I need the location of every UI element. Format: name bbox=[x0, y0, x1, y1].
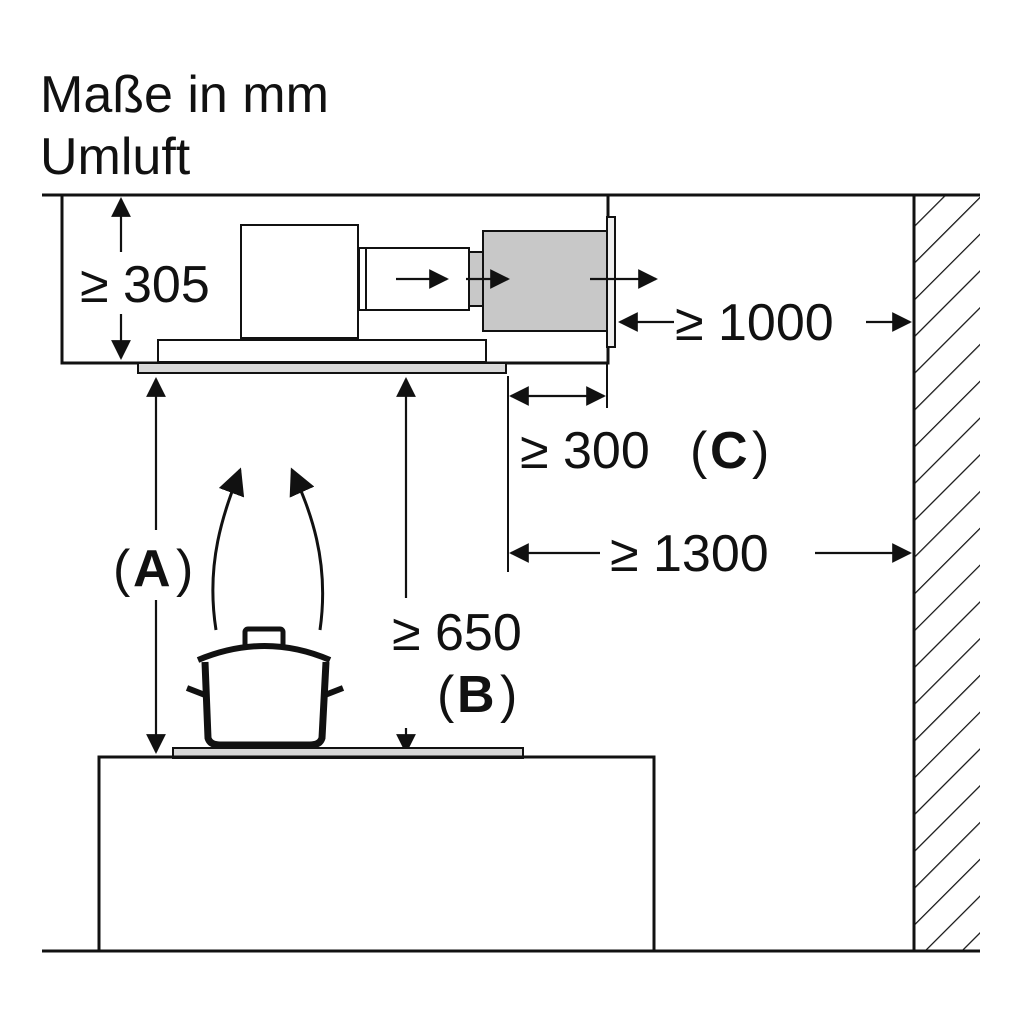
dim-650-paren-close: ) bbox=[500, 666, 517, 724]
dim-a-paren-close: ) bbox=[176, 540, 193, 598]
dim-305-bg bbox=[80, 252, 235, 314]
recirculation-module bbox=[482, 230, 608, 332]
dim-a-paren-open: ( bbox=[113, 540, 131, 598]
dim-1000-label: ≥ 1000 bbox=[675, 294, 834, 352]
blower-housing bbox=[240, 224, 359, 339]
title-line-1: Maße in mm bbox=[40, 66, 329, 124]
dim-300-label: ≥ 300 bbox=[520, 422, 650, 480]
base-cabinet bbox=[97, 755, 656, 953]
hood-body bbox=[157, 339, 487, 363]
dim-300-ref: C bbox=[710, 422, 748, 480]
steam-arrow-left bbox=[211, 467, 245, 631]
dim-a-ref: A bbox=[133, 540, 171, 598]
dim-650-paren-open: ( bbox=[437, 666, 455, 724]
dim-300-paren-close: ) bbox=[752, 422, 769, 480]
dim-300-paren-open: ( bbox=[690, 422, 708, 480]
wall-hatching bbox=[914, 195, 980, 951]
dim-305-label: ≥ 305 bbox=[80, 256, 210, 314]
dim-650-bg bbox=[386, 598, 554, 728]
hood-glass-panel bbox=[137, 362, 507, 374]
steam-arrow-right bbox=[289, 467, 325, 631]
title-line-2: Umluft bbox=[40, 128, 191, 186]
cooking-pot-icon bbox=[185, 626, 345, 749]
dim-a-bg bbox=[112, 530, 202, 600]
dim-650-label: ≥ 650 bbox=[392, 604, 522, 662]
module-grille bbox=[606, 216, 616, 348]
dim-650-ref: B bbox=[457, 666, 495, 724]
dim-1300-label: ≥ 1300 bbox=[610, 525, 769, 583]
